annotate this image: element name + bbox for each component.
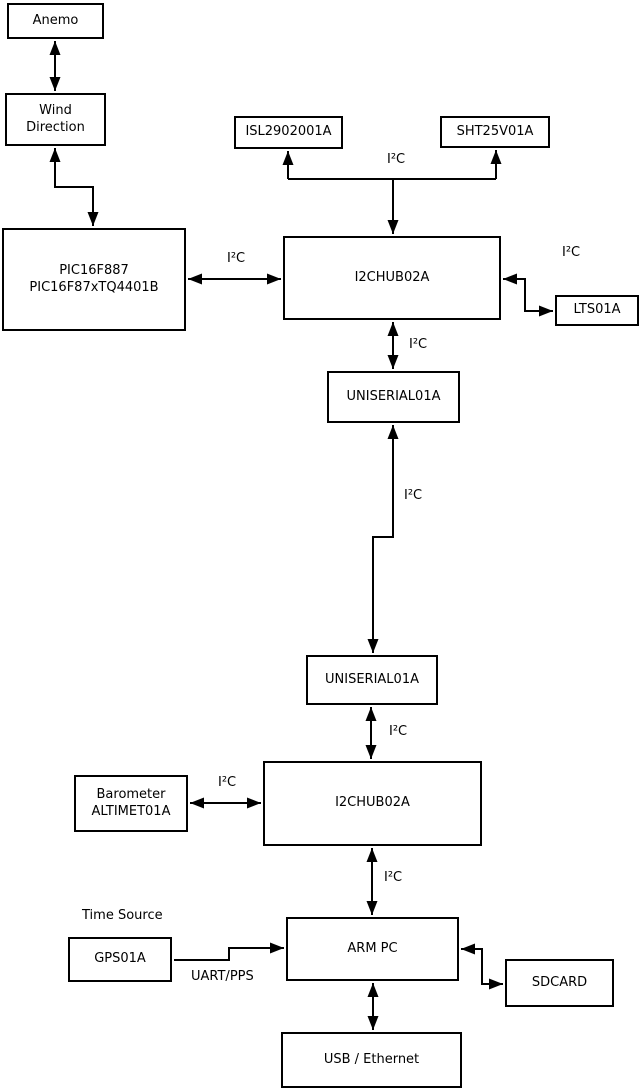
edge-gps-armpc bbox=[174, 942, 284, 961]
node-barometer-label-line1: Barometer bbox=[96, 786, 166, 802]
edge-label-i2c-uniserial-hub2: I²C bbox=[389, 724, 408, 739]
node-i2c-hub-lower-label: I2CHUB02A bbox=[335, 795, 410, 811]
node-wind-direction-label-line1: Wind bbox=[39, 102, 72, 118]
node-sdcard-label: SDCARD bbox=[531, 974, 588, 990]
node-i2c-hub-lower: I2CHUB02A bbox=[263, 761, 482, 846]
node-barometer: Barometer ALTIMET01A bbox=[74, 775, 188, 832]
node-pic-label-line1: PIC16F887 bbox=[59, 262, 129, 278]
edge-label-time-source: Time Source bbox=[82, 908, 163, 923]
edge-wind-pic bbox=[49, 148, 99, 226]
node-anemometer-label: Anemo bbox=[32, 12, 79, 28]
node-lts-sensor: LTS01A bbox=[555, 295, 639, 326]
edge-uniserialtop-uniserialbot bbox=[367, 425, 399, 653]
edge-label-i2c-hub-uniserial: I²C bbox=[409, 337, 428, 352]
node-barometer-label-line2: ALTIMET01A bbox=[91, 803, 171, 819]
node-anemometer: Anemo bbox=[7, 3, 104, 39]
node-sht-sensor: SHT25V01A bbox=[440, 116, 550, 148]
node-gps: GPS01A bbox=[68, 937, 172, 982]
edge-label-i2c-uniserial-link: I²C bbox=[404, 488, 423, 503]
node-gps-label: GPS01A bbox=[94, 951, 146, 967]
edge-hubtop-lts bbox=[503, 273, 553, 317]
edge-label-i2c-hub2-armpc: I²C bbox=[384, 870, 403, 885]
node-wind-direction-label-line2: Direction bbox=[26, 119, 85, 135]
node-pic-label-line2: PIC16F87xTQ4401B bbox=[29, 279, 159, 295]
node-uniserial-lower-label: UNISERIAL01A bbox=[325, 671, 419, 687]
node-pic-microcontroller: PIC16F887 PIC16F87xTQ4401B bbox=[2, 228, 186, 331]
node-uniserial-upper: UNISERIAL01A bbox=[327, 371, 460, 423]
edge-label-i2c-pic-hub: I²C bbox=[227, 251, 246, 266]
node-sdcard: SDCARD bbox=[505, 959, 614, 1007]
node-uniserial-upper-label: UNISERIAL01A bbox=[346, 388, 441, 404]
edge-label-i2c-sensor-bus: I²C bbox=[387, 152, 406, 167]
node-lts-sensor-label: LTS01A bbox=[573, 302, 621, 318]
node-sht-sensor-label: SHT25V01A bbox=[456, 123, 534, 139]
node-arm-pc: ARM PC bbox=[286, 917, 459, 981]
node-arm-pc-label: ARM PC bbox=[347, 940, 398, 956]
node-isl-sensor-label: ISL2902001A bbox=[245, 124, 332, 140]
node-uniserial-lower: UNISERIAL01A bbox=[306, 655, 438, 705]
edge-armpc-sdcard bbox=[461, 943, 503, 990]
node-usb-ethernet-label: USB / Ethernet bbox=[323, 1051, 420, 1067]
node-usb-ethernet: USB / Ethernet bbox=[281, 1032, 462, 1088]
edge-label-i2c-lts: I²C bbox=[562, 245, 581, 260]
edge-label-uart-pps: UART/PPS bbox=[191, 969, 254, 984]
edge-label-i2c-barometer: I²C bbox=[218, 775, 237, 790]
node-isl-sensor: ISL2902001A bbox=[234, 116, 343, 149]
node-i2c-hub-upper: I2CHUB02A bbox=[283, 236, 501, 320]
node-wind-direction: Wind Direction bbox=[5, 93, 106, 146]
node-i2c-hub-upper-label: I2CHUB02A bbox=[354, 269, 430, 285]
